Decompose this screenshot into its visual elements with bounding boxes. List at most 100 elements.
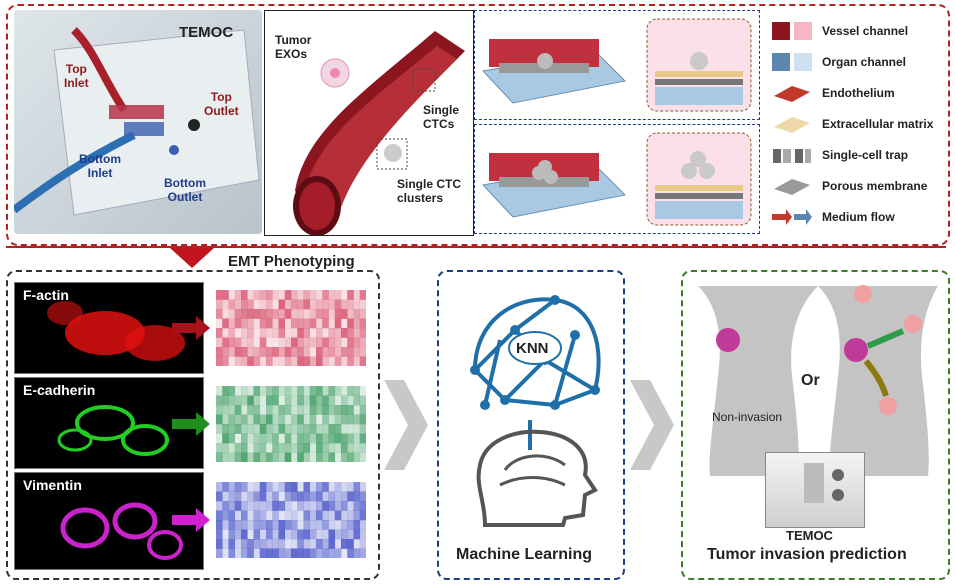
heatmap-cell — [278, 482, 286, 492]
heatmap-cell — [222, 309, 229, 319]
heatmap-cell — [303, 386, 311, 396]
heatmap-cell — [328, 290, 336, 300]
heatmap-cell — [278, 299, 286, 310]
heatmap-cell — [272, 318, 279, 329]
heatmap-cell — [278, 328, 286, 338]
heatmap-cell — [322, 529, 329, 540]
heatmap-cell — [334, 328, 342, 338]
heatmap-cell — [303, 356, 311, 366]
heatmap-cell — [316, 395, 323, 406]
heatmap-cell — [303, 510, 311, 521]
heatmap-cell — [253, 452, 261, 462]
heatmap-cell — [303, 328, 311, 338]
legend-item-extracellular-matrix: Extracellular matrix — [770, 111, 933, 137]
heatmap-cell — [303, 529, 311, 540]
heatmap-cell — [297, 501, 304, 511]
heatmap-cell — [353, 337, 361, 348]
heatmap-cell — [216, 443, 223, 453]
heatmap-cell — [353, 443, 361, 453]
heatmap-cell — [228, 309, 236, 319]
heatmap-cell — [247, 491, 254, 502]
heatmap-cell — [309, 520, 317, 530]
heatmap-cell — [303, 452, 311, 462]
heatmap-cell — [347, 309, 354, 319]
heatmap-cell — [309, 424, 317, 434]
body-silhouettes — [688, 276, 940, 481]
heatmap-cell — [328, 337, 336, 348]
heatmap-cell — [297, 510, 304, 521]
heatmap-cell — [359, 539, 366, 549]
heatmap-cell — [241, 356, 248, 366]
heatmap-cell — [284, 510, 292, 521]
heatmap-cell — [322, 328, 329, 338]
heatmap-cell — [234, 337, 242, 348]
heatmap-cell — [222, 414, 229, 425]
heatmap-cell — [234, 548, 242, 558]
heatmap-cell — [309, 405, 317, 415]
heatmap-cell — [303, 299, 311, 310]
heatmap-cell — [347, 290, 354, 300]
heatmap-cell — [328, 347, 336, 357]
heatmap-cell — [241, 520, 248, 530]
heatmap-cell — [266, 539, 273, 549]
heatmap-cell — [341, 290, 348, 300]
heatmap-cell — [291, 452, 298, 462]
heatmap-cell — [216, 482, 223, 492]
heatmap-cell — [341, 309, 348, 319]
heatmap-cell — [272, 501, 279, 511]
heatmap-cell — [222, 501, 229, 511]
heatmap-cell — [259, 405, 267, 415]
heatmap-cell — [353, 395, 361, 406]
heatmap-cell — [234, 356, 242, 366]
heatmap-cell — [347, 501, 354, 511]
heatmap-cell — [309, 337, 317, 348]
heatmap-cell — [216, 548, 223, 558]
heatmap-cell — [272, 356, 279, 366]
heatmap-cell — [303, 405, 311, 415]
heatmap-cell — [347, 414, 354, 425]
heatmap-cell — [234, 482, 242, 492]
heatmap-cell — [353, 452, 361, 462]
heatmap-cell — [234, 318, 242, 329]
heatmap-cell — [297, 482, 304, 492]
heatmap-cell — [309, 328, 317, 338]
heatmap-cell — [241, 443, 248, 453]
e-cadherin-heatmap — [216, 386, 366, 462]
heatmap-cell — [353, 386, 361, 396]
heatmap-cell — [222, 510, 229, 521]
heatmap-cell — [216, 290, 223, 300]
heatmap-cell — [322, 443, 329, 453]
heatmap-cell — [259, 491, 267, 502]
heatmap-cell — [322, 356, 329, 366]
heatmap-cell — [278, 424, 286, 434]
heatmap-cell — [241, 347, 248, 357]
heatmap-cell — [347, 328, 354, 338]
heatmap-cell — [309, 433, 317, 444]
heatmap-cell — [278, 395, 286, 406]
heatmap-cell — [278, 491, 286, 502]
heatmap-cell — [341, 405, 348, 415]
heatmap-cell — [297, 299, 304, 310]
heatmap-cell — [253, 482, 261, 492]
heatmap-cell — [266, 482, 273, 492]
heatmap-cell — [228, 337, 236, 348]
heatmap-cell — [272, 395, 279, 406]
heatmap-cell — [303, 443, 311, 453]
heatmap-cell — [259, 356, 267, 366]
heatmap-cell — [322, 510, 329, 521]
heatmap-cell — [334, 386, 342, 396]
heatmap-cell — [228, 414, 236, 425]
heatmap-cell — [291, 328, 298, 338]
heatmap-cell — [334, 309, 342, 319]
heatmap-cell — [359, 337, 366, 348]
heatmap-cell — [322, 539, 329, 549]
heatmap-cell — [347, 356, 354, 366]
top-inlet-label: Top Inlet — [64, 62, 89, 90]
heatmap-cell — [316, 548, 323, 558]
heatmap-cell — [216, 520, 223, 530]
heatmap-cell — [316, 510, 323, 521]
heatmap-cell — [259, 548, 267, 558]
heatmap-cell — [309, 309, 317, 319]
heatmap-cell — [284, 452, 292, 462]
heatmap-cell — [247, 529, 254, 540]
